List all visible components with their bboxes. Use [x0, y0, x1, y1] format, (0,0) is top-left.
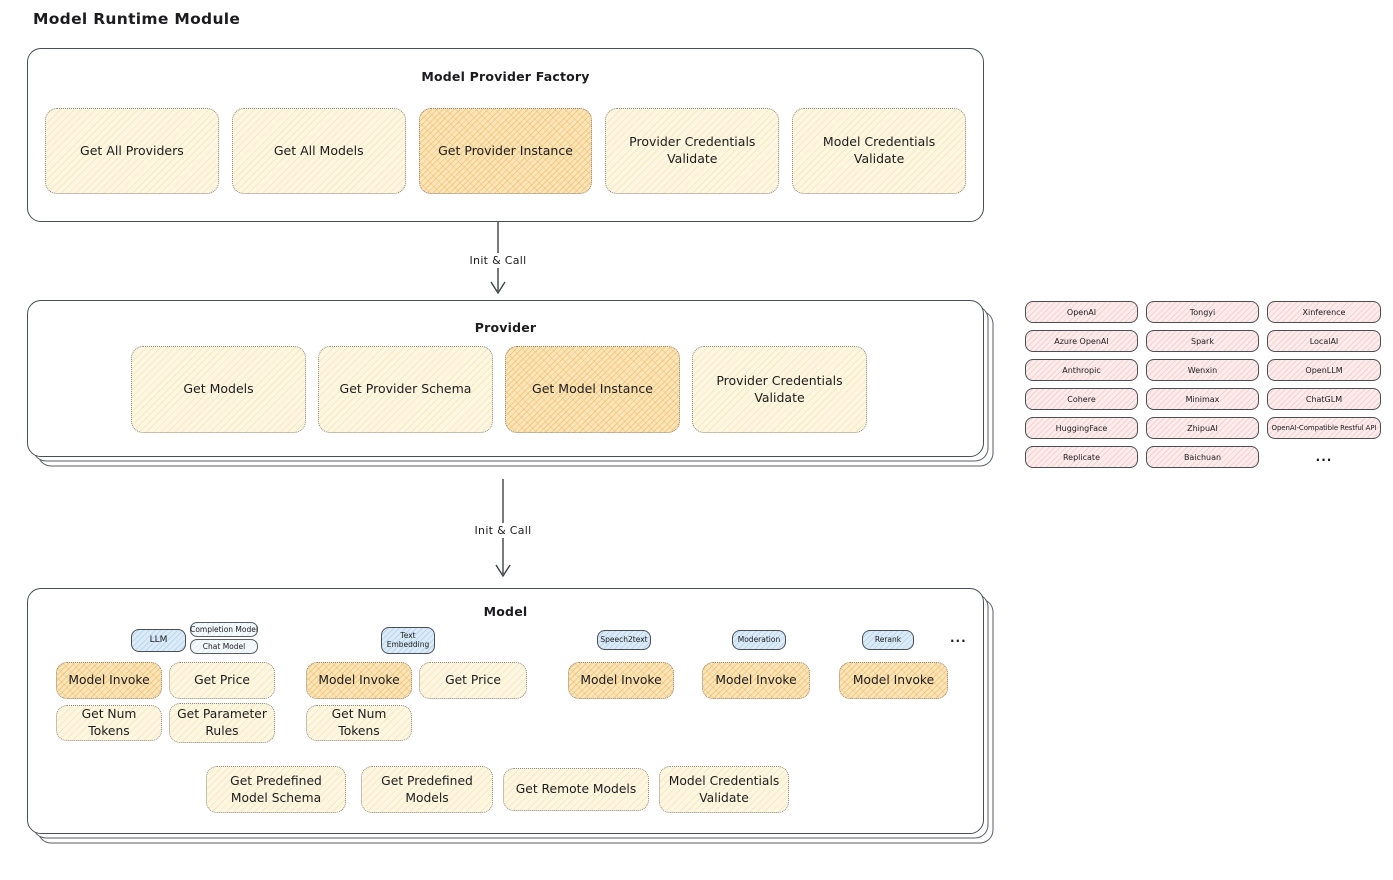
action-model-credentials-validate-2: Model Credentials Validate	[659, 766, 789, 813]
factory-box-label: Model Provider Factory	[421, 69, 590, 84]
provider-box: Provider Get Models Get Provider Schema …	[27, 300, 984, 457]
action-get-num-tokens-llm: Get Num Tokens	[56, 705, 162, 741]
provider-chip: OpenAI	[1025, 301, 1138, 323]
provider-chip: Azure OpenAI	[1025, 330, 1138, 352]
action-model-credentials-validate: Model Credentials Validate	[792, 108, 966, 194]
action-get-provider-schema: Get Provider Schema	[318, 346, 493, 433]
provider-chip: Minimax	[1146, 388, 1259, 410]
init-call-arrow-2: Init & Call	[453, 478, 553, 582]
provider-chip: Xinference	[1267, 301, 1381, 323]
action-model-invoke-embedding: Model Invoke	[306, 662, 412, 699]
tag-llm: LLM	[131, 629, 186, 652]
action-get-remote-models: Get Remote Models	[503, 768, 649, 811]
tag-text-embedding: Text Embedding	[381, 627, 435, 654]
action-get-parameter-rules: Get Parameter Rules	[169, 703, 275, 743]
provider-chip: OpenLLM	[1267, 359, 1381, 381]
action-get-num-tokens-embedding: Get Num Tokens	[306, 705, 412, 741]
provider-chip: Tongyi	[1146, 301, 1259, 323]
action-provider-credentials-validate-2: Provider Credentials Validate	[692, 346, 867, 433]
arrow-label: Init & Call	[463, 252, 533, 268]
provider-chip: Baichuan	[1146, 446, 1259, 468]
provider-chip: Cohere	[1025, 388, 1138, 410]
provider-box-label: Provider	[474, 320, 537, 335]
provider-chip: Wenxin	[1146, 359, 1259, 381]
model-box: Model LLM Completion Model Chat Model Te…	[27, 588, 984, 834]
diagram-title: Model Runtime Module	[33, 10, 241, 28]
action-get-all-providers: Get All Providers	[45, 108, 219, 194]
tag-chat-model: Chat Model	[190, 639, 258, 654]
action-model-invoke-llm: Model Invoke	[56, 662, 162, 699]
action-get-model-instance: Get Model Instance	[505, 346, 680, 433]
tag-speech2text: Speech2text	[597, 630, 651, 650]
model-types-ellipsis: ...	[950, 631, 967, 645]
action-provider-credentials-validate: Provider Credentials Validate	[605, 108, 780, 194]
arrow-label: Init & Call	[468, 522, 538, 538]
action-model-invoke-speech2text: Model Invoke	[568, 662, 674, 699]
providers-panel: OpenAI Tongyi Xinference Azure OpenAI Sp…	[1025, 301, 1381, 468]
action-get-price-embedding: Get Price	[419, 662, 527, 699]
tag-rerank: Rerank	[862, 630, 914, 650]
provider-chip: ZhipuAI	[1146, 417, 1259, 439]
tag-moderation: Moderation	[732, 630, 786, 650]
tag-completion-model: Completion Model	[190, 622, 258, 637]
action-get-provider-instance: Get Provider Instance	[418, 108, 593, 194]
provider-chip: Spark	[1146, 330, 1259, 352]
factory-actions-row: Get All Providers Get All Models Get Pro…	[45, 108, 966, 194]
action-get-predefined-model-schema: Get Predefined Model Schema	[206, 766, 346, 813]
provider-chip: ChatGLM	[1267, 388, 1381, 410]
provider-actions-row: Get Models Get Provider Schema Get Model…	[131, 346, 867, 433]
provider-chip: OpenAI-Compatible Restful API	[1267, 417, 1381, 439]
provider-chip: Replicate	[1025, 446, 1138, 468]
model-box-label: Model	[483, 604, 528, 619]
action-get-models: Get Models	[131, 346, 306, 433]
action-get-predefined-models: Get Predefined Models	[361, 766, 493, 813]
provider-chip: LocalAI	[1267, 330, 1381, 352]
init-call-arrow-1: Init & Call	[448, 221, 548, 299]
providers-ellipsis: ...	[1315, 450, 1333, 464]
provider-chip: Anthropic	[1025, 359, 1138, 381]
action-model-invoke-moderation: Model Invoke	[702, 662, 810, 699]
action-get-price-llm: Get Price	[169, 662, 275, 699]
provider-chip: HuggingFace	[1025, 417, 1138, 439]
action-get-all-models: Get All Models	[231, 108, 406, 194]
action-model-invoke-rerank: Model Invoke	[839, 662, 948, 699]
factory-box: Model Provider Factory Get All Providers…	[27, 48, 984, 222]
